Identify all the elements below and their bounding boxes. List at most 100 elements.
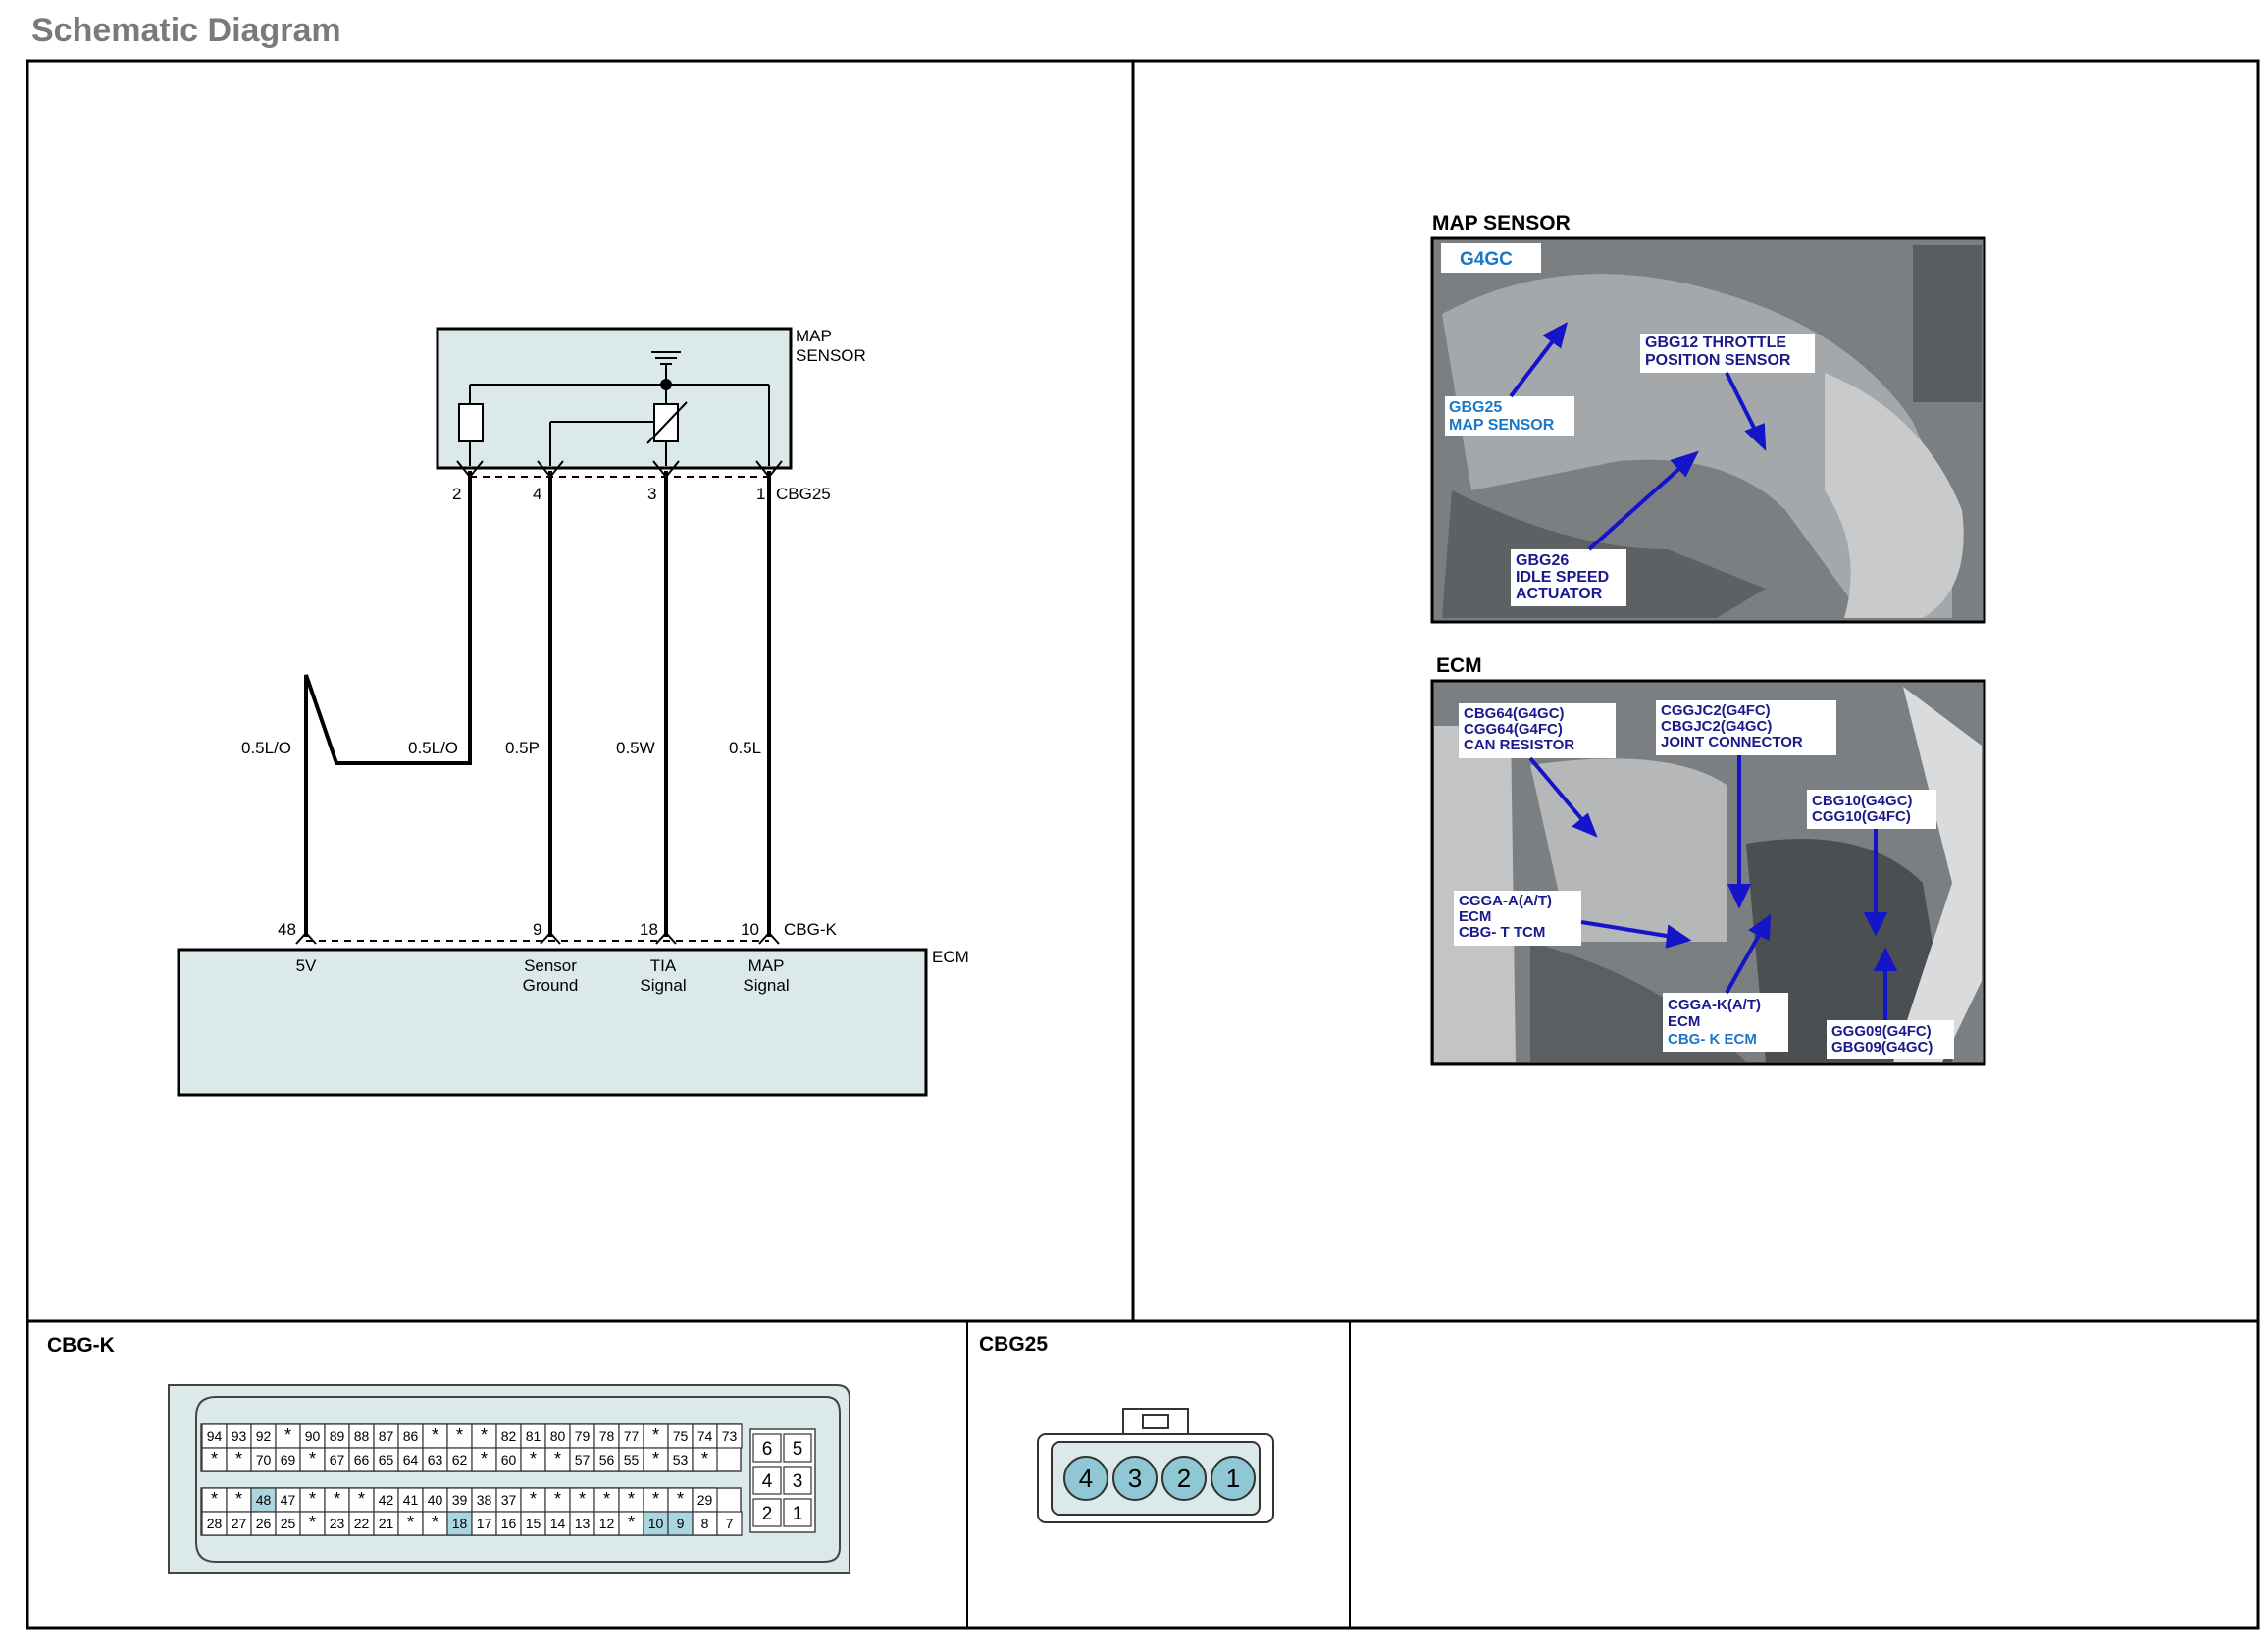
cbgk-pin-label: 57 — [575, 1452, 591, 1468]
cbgk-pin-cell — [299, 1511, 326, 1536]
cbg25-pin — [1211, 1456, 1256, 1501]
cbgk-pin-label: * — [579, 1489, 586, 1509]
cbgk-side-label: 1 — [793, 1504, 803, 1524]
cbgk-pin-label: 18 — [452, 1516, 468, 1531]
cbgk-pin-cell — [299, 1487, 326, 1513]
ecm-callout-arrows — [1528, 755, 1898, 1020]
cbgk-pin-label: 38 — [477, 1492, 492, 1508]
wire-color-10: 0.5L — [729, 739, 761, 757]
splice-dot — [660, 379, 672, 390]
cbgk-pin-label: * — [481, 1449, 488, 1468]
cbgk-pin-label: 81 — [526, 1428, 541, 1444]
cbgk-pin-cell — [299, 1447, 326, 1472]
frame — [26, 59, 2260, 1630]
cbgk-pin-label: * — [603, 1489, 610, 1509]
cbgk-pin-label: * — [701, 1449, 708, 1468]
cbgk-pin-cell — [544, 1487, 571, 1513]
sensor-pin-3: 3 — [647, 485, 656, 503]
cbg25-pin-label: 3 — [1128, 1464, 1142, 1493]
cbgk-pin-label: * — [235, 1489, 242, 1509]
cbgk-pin-label: * — [211, 1489, 218, 1509]
cbgk-side-cell — [783, 1498, 812, 1527]
cbgk-pin-label: 9 — [677, 1516, 685, 1531]
cbgk-pin-label: 15 — [526, 1516, 541, 1531]
callout-ggg09: GGG09(G4FC) — [1831, 1023, 1932, 1040]
callout-cbg64: CBG64(G4GC) — [1464, 705, 1565, 722]
callout-arrows — [1509, 322, 1767, 551]
page-title: Schematic Diagram — [31, 12, 341, 49]
pin-terminals-bottom — [295, 931, 780, 945]
cbgk-pin-label: 47 — [281, 1492, 296, 1508]
cbgk-pin-cell — [250, 1511, 277, 1536]
pin-terminals-top — [456, 460, 783, 479]
cbgk-pin-cell — [643, 1511, 669, 1536]
wire-color-9: 0.5P — [505, 739, 540, 757]
cbgk-pin-label: 92 — [256, 1428, 272, 1444]
ecm-func-ground: Ground — [523, 976, 579, 995]
cbgk-pin-cell — [643, 1487, 669, 1513]
ecm-photo-title: ECM — [1436, 654, 1482, 677]
cbgk-pin-label: 41 — [403, 1492, 419, 1508]
callout-cbg10: CBG10(G4GC) — [1812, 793, 1913, 809]
ecm-func-map-signal: Signal — [743, 976, 789, 995]
ecm-pin-9: 9 — [533, 920, 541, 939]
cbgk-pin-label: * — [628, 1489, 635, 1509]
wire-5v — [304, 471, 472, 937]
cbgk-side-cell — [752, 1433, 782, 1463]
cbgk-pin-cell — [373, 1447, 399, 1472]
cbgk-side-label: 5 — [793, 1439, 803, 1460]
cbgk-side-label: 4 — [762, 1471, 773, 1492]
cbg25-pin-label: 4 — [1079, 1464, 1093, 1493]
callout-cggjc2: CGGJC2(G4FC) — [1661, 702, 1771, 719]
callout-cgga-k: CGGA-K(A/T) — [1668, 997, 1761, 1013]
cbgk-pin-label: 27 — [232, 1516, 247, 1531]
cbgk-pin-cell — [643, 1423, 669, 1449]
ecm-pin-10: 10 — [741, 920, 759, 939]
cbg25-pin — [1063, 1456, 1108, 1501]
cbg25-pin — [1161, 1456, 1207, 1501]
cbgk-pin-label: 56 — [599, 1452, 615, 1468]
ecm-func-tia: TIA — [650, 956, 677, 975]
cbgk-pin-label: 65 — [379, 1452, 394, 1468]
cbgk-pin-label: * — [530, 1449, 537, 1468]
cbgk-pin-cell — [593, 1487, 620, 1513]
ecm-pin-48: 48 — [278, 920, 296, 939]
cbgk-pin-cell — [495, 1447, 522, 1472]
ecm-box — [177, 948, 928, 1097]
cbgk-pin-label: 69 — [281, 1452, 296, 1468]
cbg25-label: CBG25 — [776, 485, 831, 503]
cbgk-pin-cell — [397, 1423, 424, 1449]
cbgk-pin-label: 79 — [575, 1428, 591, 1444]
cbgk-pin-label: 42 — [379, 1492, 394, 1508]
cbgk-pin-cell — [446, 1447, 473, 1472]
cbgk-pin-label: 8 — [701, 1516, 709, 1531]
cbgk-pin-label: * — [481, 1425, 488, 1445]
cbgk-pin-label: 64 — [403, 1452, 419, 1468]
ecm-func-5v: 5V — [296, 956, 317, 975]
cbgk-pin-label: 55 — [624, 1452, 640, 1468]
cbgk-pin-cell — [275, 1487, 301, 1513]
cbgk-pin-label: 94 — [207, 1428, 223, 1444]
cbgk-pin-label: 78 — [599, 1428, 615, 1444]
cbgk-pin-label: 75 — [673, 1428, 689, 1444]
cbgk-pin-label: 10 — [648, 1516, 664, 1531]
cbgk-pin-cell — [716, 1423, 743, 1449]
cbgk-connector-title: CBG-K — [47, 1334, 115, 1357]
callout-gbg25-2: MAP SENSOR — [1449, 417, 1555, 434]
map-sensor-label: MAP — [796, 327, 832, 345]
cbgk-pin-label: 53 — [673, 1452, 689, 1468]
cbgk-label: CBG-K — [784, 920, 838, 939]
cbgk-pin-label: * — [309, 1513, 316, 1532]
ecm-func-map: MAP — [748, 956, 785, 975]
cbgk-pin-cell — [422, 1487, 448, 1513]
cbgk-pin-label: 25 — [281, 1516, 296, 1531]
cbgk-pin-label: * — [554, 1449, 561, 1468]
cbgk-pin-label: * — [652, 1489, 659, 1509]
cbgk-pin-label: 88 — [354, 1428, 370, 1444]
cbgk-pin-label: 22 — [354, 1516, 370, 1531]
cbgk-pin-cell — [373, 1511, 399, 1536]
callout-gbg26-3: ACTUATOR — [1516, 586, 1603, 602]
